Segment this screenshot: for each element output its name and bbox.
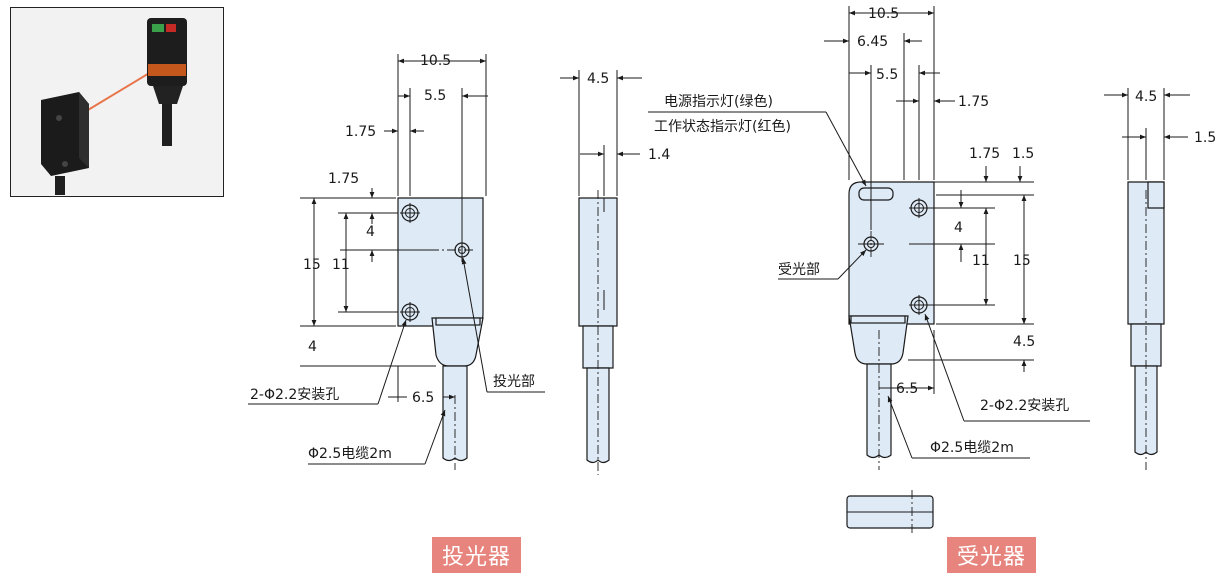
receiver-side-view: 4.5 1.5 (1104, 88, 1216, 470)
receiver-dim-top-a: 1.75 (969, 146, 1000, 162)
receiver-dim-hole-dy: 4 (954, 220, 963, 236)
receiver-side-dim-thickness: 4.5 (1135, 89, 1157, 105)
emitter-dim-height: 15 (303, 257, 321, 273)
receiver-callout-led1: 电源指示灯(绿色) (664, 93, 773, 110)
receiver-dim-a: 6.45 (857, 34, 888, 50)
receiver-callout-light: 受光部 (778, 262, 820, 278)
emitter-front-view: 10.5 5.5 1.75 1.75 4 15 11 4 (248, 53, 545, 470)
receiver-sensor-image (147, 18, 187, 146)
emitter-dim-hole-x: 1.75 (345, 124, 376, 140)
emitter-dim-center: 5.5 (424, 88, 446, 104)
emitter-callout-light: 投光部 (493, 374, 535, 390)
emitter-callout-cable: Φ2.5电缆2m (308, 446, 392, 462)
receiver-top-view (846, 490, 934, 534)
emitter-dim-width: 10.5 (420, 53, 451, 69)
emitter-dim-bottom: 4 (308, 339, 317, 355)
emitter-callout-holes: 2-Φ2.2安装孔 (250, 387, 339, 403)
receiver-dim-width: 10.5 (868, 6, 899, 22)
receiver-indicator-window (858, 187, 894, 201)
emitter-side-dim-step: 1.4 (648, 147, 670, 163)
emitter-label-badge: 投光器 (432, 537, 522, 573)
receiver-dim-bottom: 4.5 (1013, 334, 1035, 350)
receiver-dim-cable-offset: 6.5 (896, 381, 918, 397)
receiver-dim-top-b: 1.5 (1012, 146, 1034, 162)
receiver-dim-hole-pitch: 11 (972, 253, 990, 269)
emitter-dim-cable-offset: 6.5 (412, 390, 434, 406)
emitter-dim-hole-y: 1.75 (328, 171, 359, 187)
product-photo (10, 7, 224, 197)
emitter-side-view: 4.5 1.4 (560, 70, 670, 475)
receiver-label-badge: 受光器 (947, 537, 1037, 573)
receiver-dim-hole-x: 1.75 (958, 94, 989, 110)
receiver-dim-center: 5.5 (876, 67, 898, 83)
receiver-callout-holes: 2-Φ2.2安装孔 (980, 398, 1069, 414)
emitter-side-dim-thickness: 4.5 (587, 71, 609, 87)
emitter-dim-hole-dy: 4 (366, 224, 375, 240)
receiver-callout-led2: 工作状态指示灯(红色) (654, 118, 791, 135)
receiver-callout-cable: Φ2.5电缆2m (930, 440, 1014, 456)
receiver-front-view: 10.5 6.45 5.5 1.75 电源指示灯(绿色) 工作状态指示灯(红色)… (648, 6, 1090, 534)
emitter-dim-hole-pitch: 11 (332, 257, 350, 273)
receiver-dim-height: 15 (1013, 253, 1031, 269)
emitter-sensor-image (41, 92, 89, 196)
receiver-side-dim-step: 1.5 (1194, 130, 1216, 146)
